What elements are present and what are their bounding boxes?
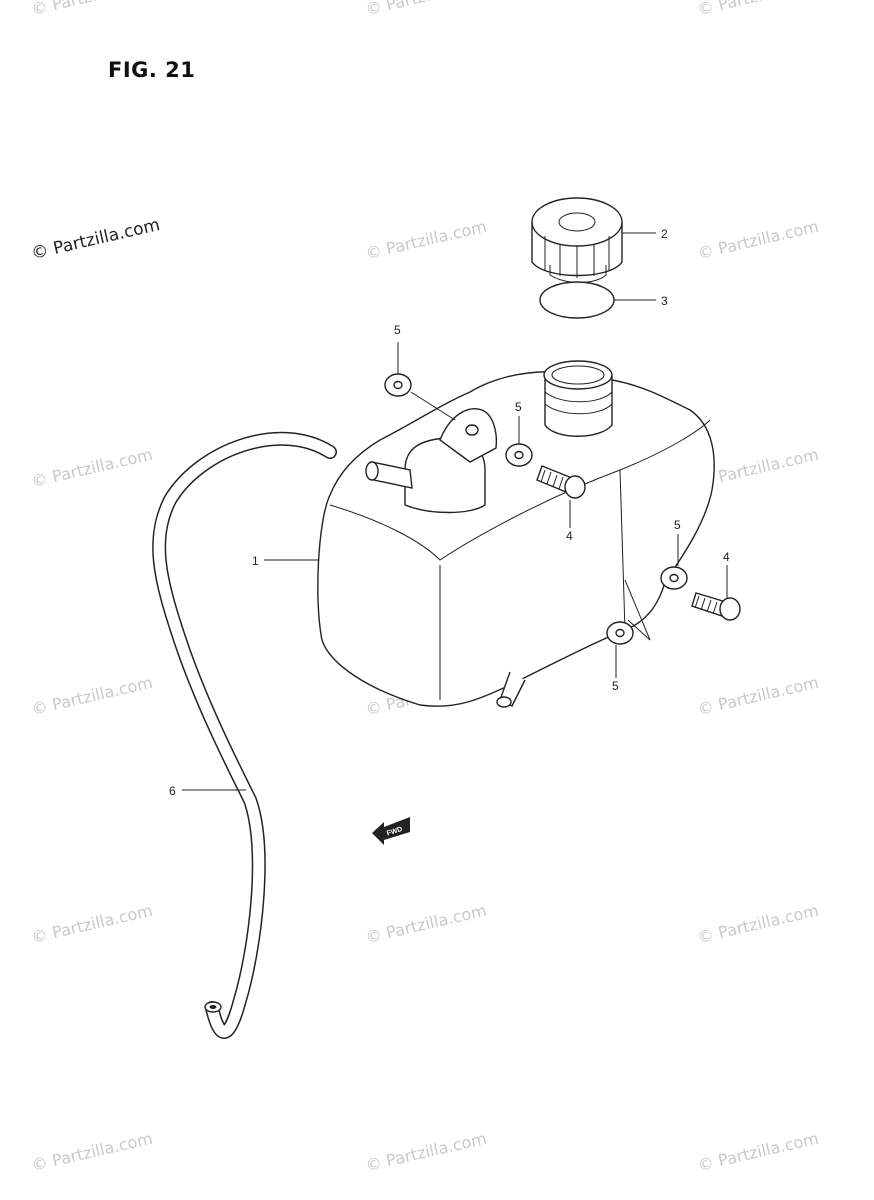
washer-part [505, 443, 533, 467]
callout-2: 2 [661, 227, 668, 241]
callout-5: 5 [674, 518, 681, 532]
figure-title: FIG. 21 [108, 58, 196, 82]
callout-5: 5 [394, 323, 401, 337]
callout-5: 5 [612, 679, 619, 693]
bolt-part [691, 592, 741, 621]
callout-4: 4 [723, 550, 730, 564]
filler-cap-part [531, 197, 623, 283]
washer-part [660, 566, 688, 590]
fwd-label: FWD [386, 826, 403, 838]
callout-3: 3 [661, 294, 668, 308]
callout-5: 5 [515, 400, 522, 414]
washer-part [384, 373, 412, 397]
cap-gasket-part [539, 281, 615, 319]
forward-direction-arrow-icon: FWD [372, 817, 410, 845]
bolt-part [536, 465, 586, 499]
callout-4: 4 [566, 529, 573, 543]
callout-6: 6 [169, 784, 176, 798]
hose-part [152, 431, 337, 1039]
callout-1: 1 [252, 554, 259, 568]
washer-part [606, 621, 634, 645]
